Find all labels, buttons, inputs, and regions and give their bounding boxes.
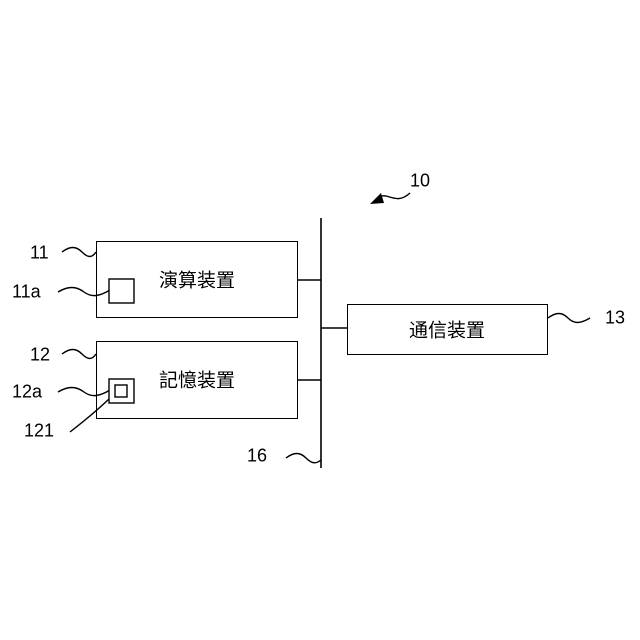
leader-11	[62, 248, 96, 257]
comm-unit-label: 通信装置	[409, 316, 485, 343]
arrowhead-10	[370, 193, 384, 204]
leader-12	[62, 350, 96, 359]
storage-unit-label: 記憶装置	[159, 366, 235, 393]
compute-unit-label: 演算装置	[159, 266, 235, 293]
leader-13	[548, 314, 590, 323]
ref-compute-unit: 11	[30, 243, 49, 264]
ref-storage-subpart: 121	[24, 421, 54, 442]
ref-storage-unit: 12	[30, 345, 50, 366]
ref-comm-unit: 13	[605, 308, 625, 329]
ref-bus: 16	[247, 446, 267, 467]
leader-16	[286, 454, 321, 463]
ref-storage-part: 12a	[12, 382, 42, 403]
ref-compute-part: 11a	[12, 282, 41, 303]
ref-system: 10	[410, 171, 430, 192]
